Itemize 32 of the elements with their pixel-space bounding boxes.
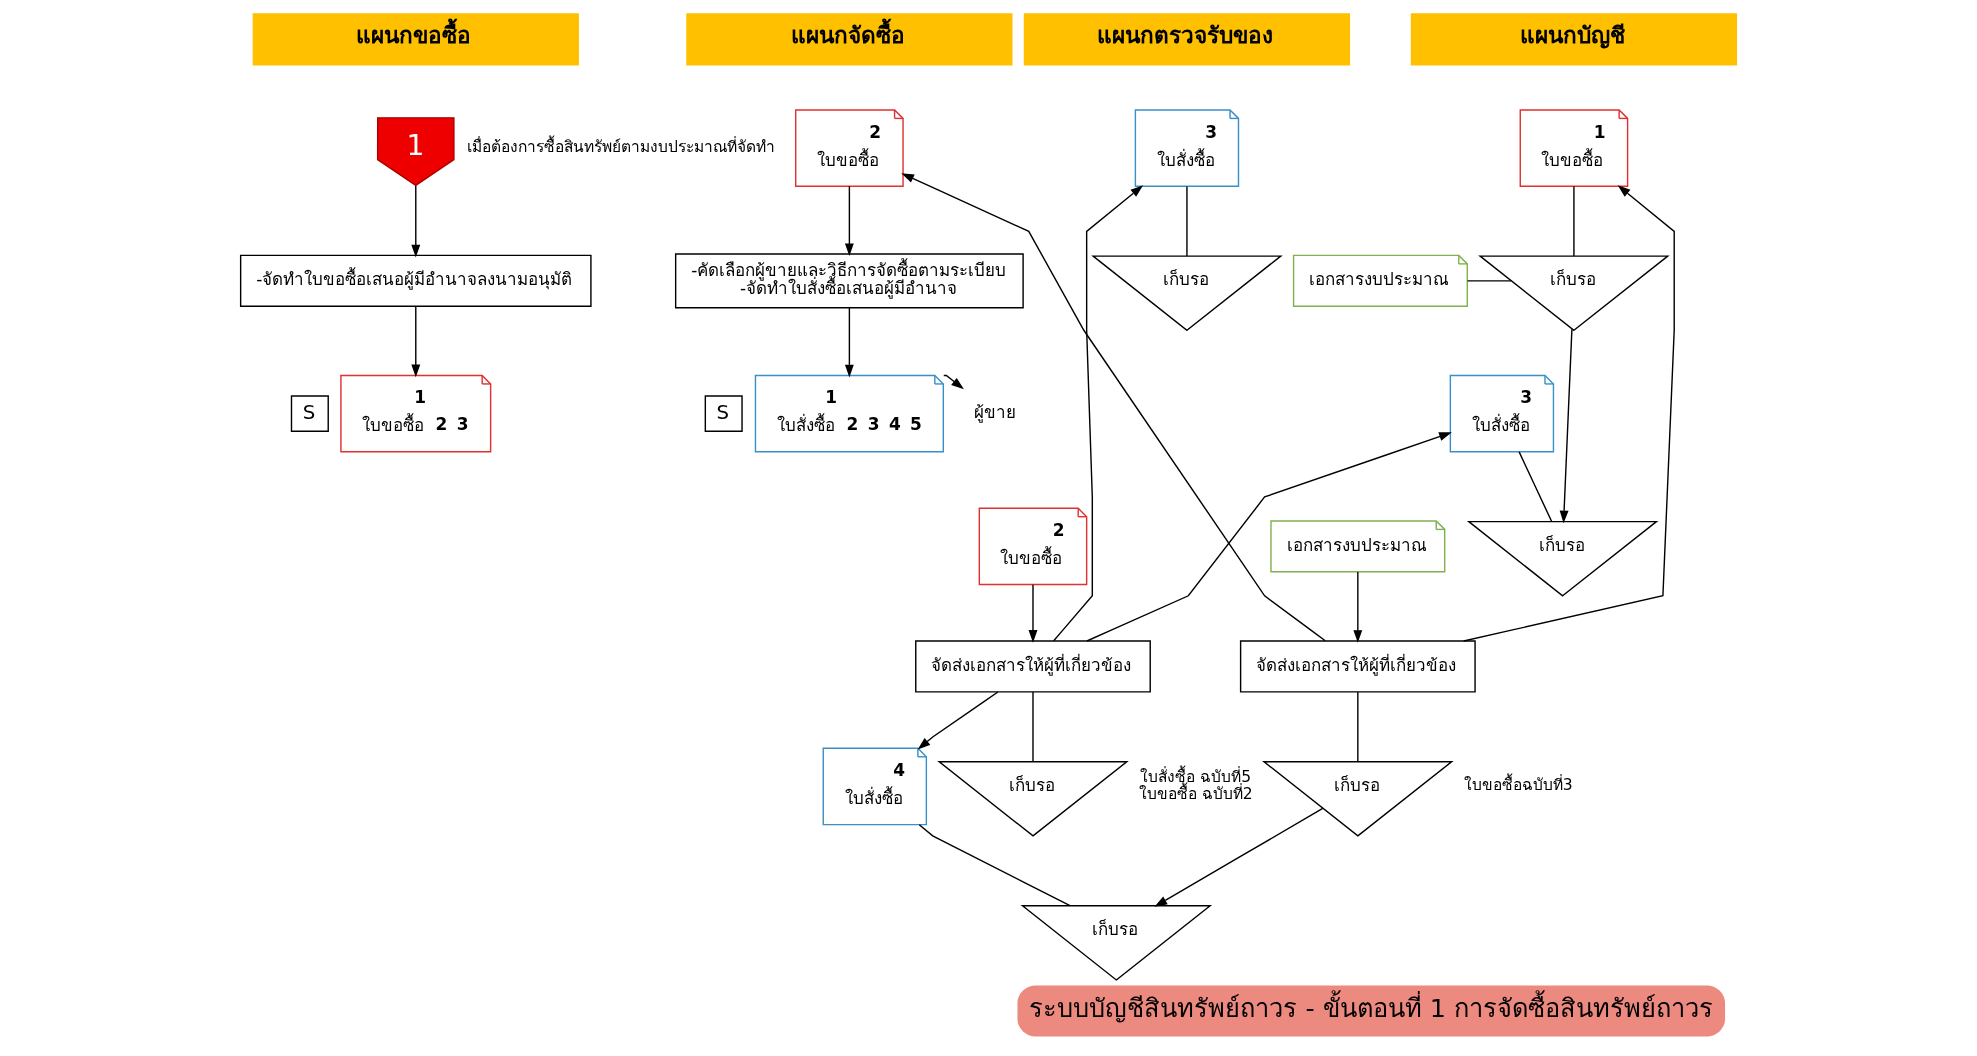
node-box: แผนกขอซื้อ: [252, 13, 579, 66]
connector: [1357, 691, 1359, 763]
node-box: แผนกจัดซื้อ: [686, 13, 1013, 66]
node-box: S: [704, 395, 743, 432]
node-box: -คัดเลือกผู้ขายและวิธีการจัดซื้อตามระเบียบ -จัดทำใบสั่งซื้อเสนอผู้มีอำนาจ: [674, 253, 1024, 309]
arrow: [844, 307, 854, 378]
arrow: [844, 185, 854, 257]
arrow: [1154, 807, 1324, 907]
connector: [1032, 691, 1034, 763]
node-box: จัดส่งเอกสารให้ผู้ที่เกี่ยวข้อง: [915, 640, 1151, 693]
arrow: [1559, 328, 1573, 524]
arrow: [1086, 432, 1452, 642]
connector: [1573, 185, 1575, 257]
node-text: ผู้ขาย: [974, 401, 1017, 422]
arrow: [411, 305, 421, 378]
connector: [1186, 185, 1188, 257]
connector: [1466, 280, 1512, 282]
arrow: [1028, 584, 1038, 643]
node-box: -จัดทำใบขอซื้อเสนอผู้มีอำนาจลงนามอนุมัติ: [239, 254, 592, 307]
arrow: [1353, 571, 1363, 643]
arrow: [901, 173, 1326, 642]
node-box: แผนกบัญชี: [1410, 13, 1738, 66]
node-box: แผนกตรวจรับของ: [1023, 13, 1351, 66]
connector: [1518, 451, 1553, 523]
node-box: S: [290, 395, 329, 432]
arrow: [1462, 185, 1675, 642]
node-box: จัดส่งเอกสารให้ผู้ที่เกี่ยวข้อง: [1239, 640, 1476, 693]
arrow: [943, 374, 964, 390]
arrow: [1053, 185, 1144, 642]
arrow: [411, 184, 421, 258]
arrow: [917, 691, 999, 750]
connector: [918, 824, 1071, 907]
